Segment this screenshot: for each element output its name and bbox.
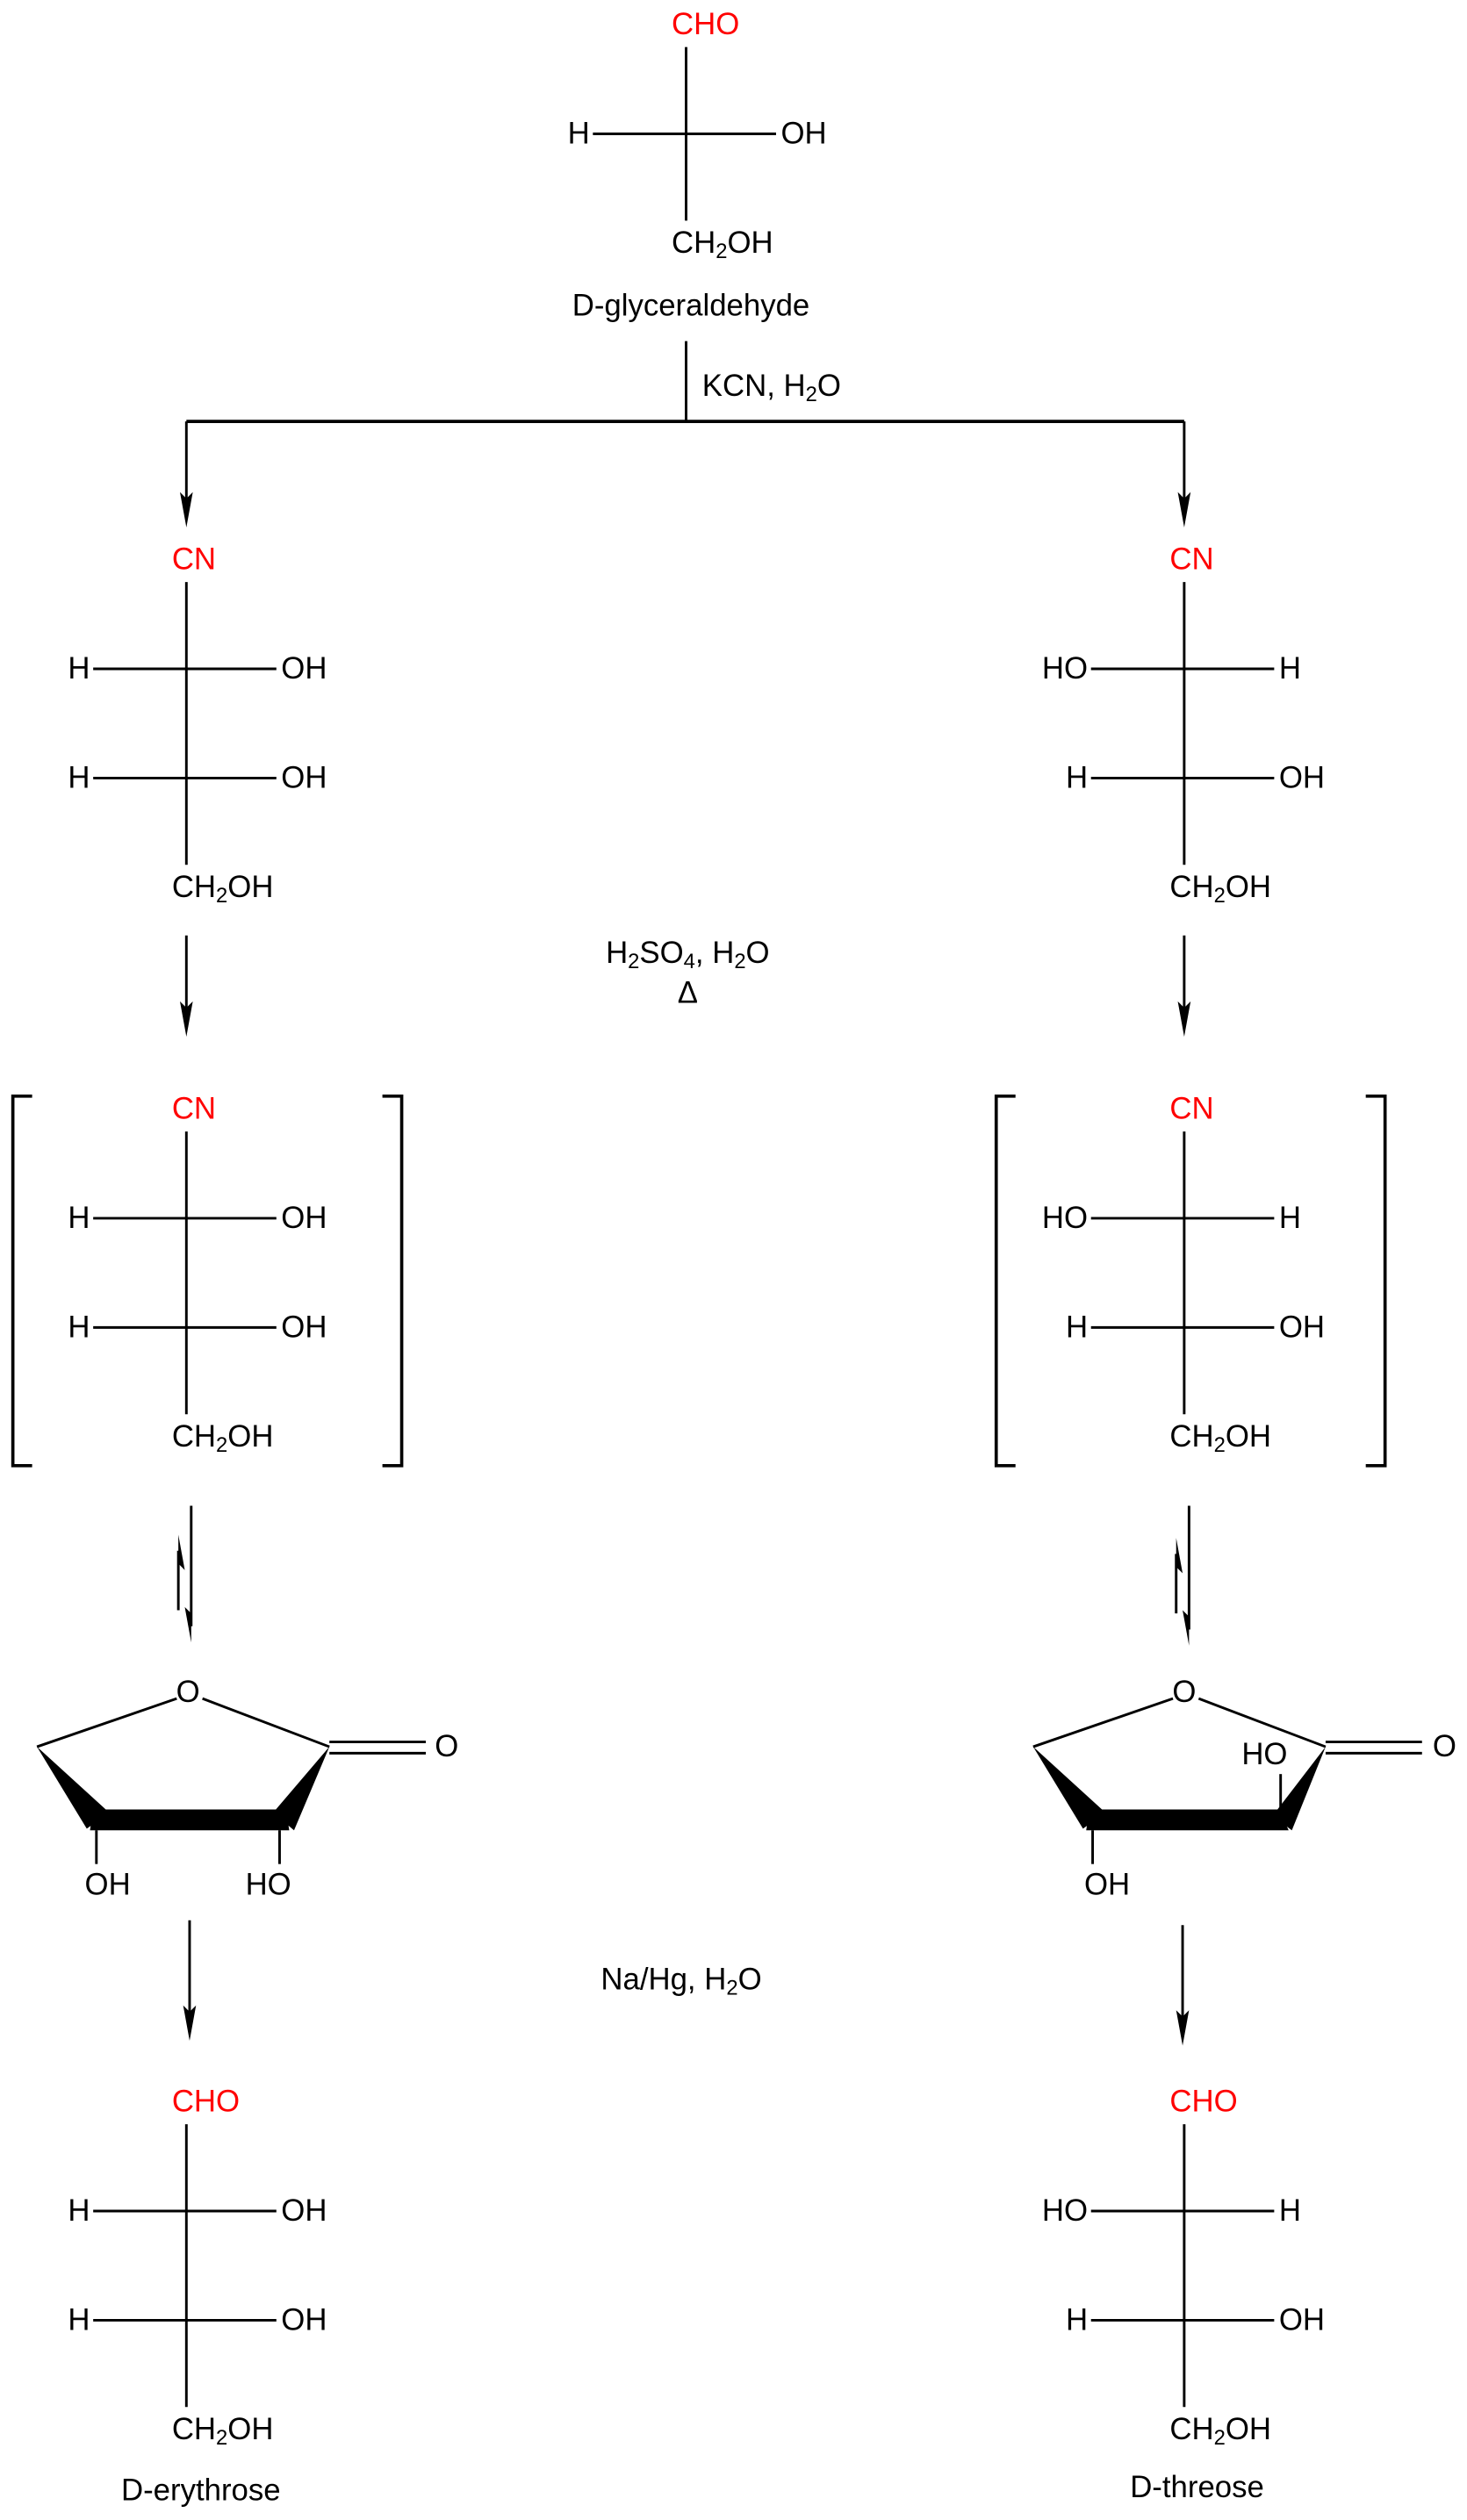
left-substituent: H xyxy=(68,761,90,794)
right-substituent: H xyxy=(1279,652,1301,686)
left-substituent: H xyxy=(1066,1310,1088,1344)
ring-oxygen: O xyxy=(1172,1676,1196,1709)
reagent-h2so4-h2o: H2SO4, H2O xyxy=(606,937,770,973)
left-substituent: H xyxy=(68,1202,90,1235)
lactone-threono: O O OH HO xyxy=(1032,1676,1456,1901)
bracket-left-close xyxy=(382,1094,404,1468)
heat-symbol: Δ xyxy=(678,977,698,1010)
ring-oxygen: O xyxy=(176,1676,200,1709)
ch2oh-label: CH2OH xyxy=(172,871,274,908)
right-substituent: OH xyxy=(281,2303,327,2337)
compound-name: D-glyceraldehyde xyxy=(572,289,810,322)
fischer-erythrose: CHO H OH H OH CH2OH D-erythrose xyxy=(68,2086,327,2508)
reaction-arrow-reduction-right xyxy=(1176,1925,1190,2046)
right-substituent: OH xyxy=(1279,2303,1325,2337)
bracket-right-close xyxy=(1365,1094,1387,1468)
right-substituent: OH xyxy=(281,2194,327,2228)
right-substituent: OH xyxy=(1279,761,1325,794)
right-substituent: OH xyxy=(780,118,826,151)
top-group-label: CHO xyxy=(1169,2086,1237,2119)
right-substituent: OH xyxy=(281,1310,327,1344)
ch2oh-label: CH2OH xyxy=(1169,2413,1271,2450)
carbonyl-oxygen: O xyxy=(435,1730,458,1763)
left-substituent: HO xyxy=(1042,652,1088,686)
ch2oh-label: CH2OH xyxy=(1169,871,1271,908)
bracket-left-open xyxy=(11,1094,32,1468)
left-substituent: H xyxy=(1066,2303,1088,2337)
left-substituent: H xyxy=(68,652,90,686)
reagent-kcn-h2o: KCN, H2O xyxy=(702,370,841,406)
fischer-nitrile-left: CN H OH H OH CH2OH xyxy=(68,543,327,908)
hydroxyl-label: HO xyxy=(1241,1738,1287,1771)
top-group-label: CN xyxy=(172,543,216,577)
hydroxyl-label: HO xyxy=(246,1868,291,1901)
compound-name: D-threose xyxy=(1130,2471,1264,2504)
top-group-label: CN xyxy=(1169,1092,1213,1125)
reagent-na-hg-h2o: Na/Hg, H2O xyxy=(600,1963,761,1999)
reaction-arrow-reduction-left xyxy=(183,1920,197,2041)
bracket-right-open xyxy=(994,1094,1016,1468)
hydroxyl-label: OH xyxy=(85,1868,131,1901)
left-substituent: H xyxy=(568,118,590,151)
ch2oh-label: CH2OH xyxy=(1169,1420,1271,1457)
lactone-erythrono: O O OH HO xyxy=(36,1676,458,1901)
right-substituent: H xyxy=(1279,1202,1301,1235)
ch2oh-label: CH2OH xyxy=(172,2413,274,2450)
right-substituent: OH xyxy=(1279,1310,1325,1344)
carbonyl-oxygen: O xyxy=(1433,1730,1456,1763)
left-substituent: H xyxy=(68,1310,90,1344)
fischer-intermediate-left: CN H OH H OH CH2OH xyxy=(68,1092,327,1456)
left-substituent: H xyxy=(68,2194,90,2228)
top-group-label: CHO xyxy=(172,2086,240,2119)
ch2oh-label: CH2OH xyxy=(172,1420,274,1457)
ch2oh-label: CH2OH xyxy=(672,226,773,263)
fischer-glyceraldehyde: CHO H OH CH2OH D-glyceraldehyde xyxy=(568,8,827,322)
equilibrium-arrow-left xyxy=(176,1505,193,1643)
reaction-arrow-hydrolysis-right xyxy=(1177,935,1191,1037)
left-substituent: H xyxy=(1066,761,1088,794)
top-group-label: CN xyxy=(1169,543,1213,577)
right-substituent: OH xyxy=(281,1202,327,1235)
right-substituent: OH xyxy=(281,761,327,794)
reaction-arrow-hydrolysis-left xyxy=(179,935,193,1037)
top-group-label: CHO xyxy=(672,8,739,41)
top-group-label: CN xyxy=(172,1092,216,1125)
left-substituent: HO xyxy=(1042,1202,1088,1235)
compound-name: D-erythrose xyxy=(121,2473,281,2507)
hydroxyl-label: OH xyxy=(1084,1868,1130,1901)
reaction-arrow-kcn xyxy=(179,341,1191,528)
equilibrium-arrow-right xyxy=(1175,1505,1190,1646)
right-substituent: OH xyxy=(281,652,327,686)
left-substituent: HO xyxy=(1042,2194,1088,2228)
right-substituent: H xyxy=(1279,2194,1301,2228)
left-substituent: H xyxy=(68,2303,90,2337)
